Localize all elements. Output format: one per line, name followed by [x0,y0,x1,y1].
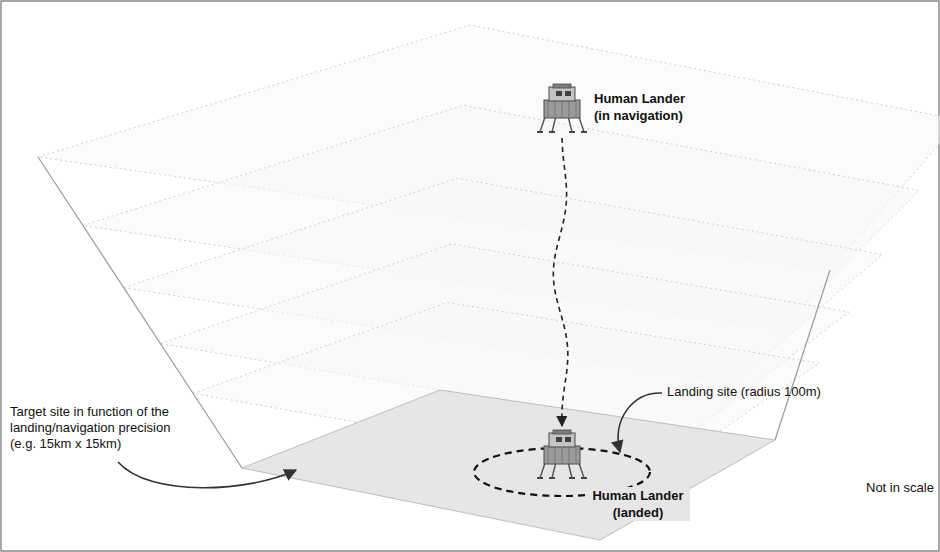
lander-illustration [540,430,584,480]
lander-label: Human Lander (in navigation) [594,90,694,124]
leader-line [118,462,296,488]
callout-label: Landing site (radius 100m) [667,384,821,400]
lander-node: Human Lander (landed) [540,430,584,480]
lander-illustration [540,84,584,134]
altitude-planes [38,25,940,540]
lander-icon [537,430,587,479]
projection-line [775,270,830,440]
altitude-plane [242,390,775,540]
lander-icon [537,84,587,133]
lander-label: Human Lander (landed) [586,487,690,521]
scale-note: Not in scale [866,480,934,496]
callout-label: Target site in function of the landing/n… [10,404,200,452]
leader-line [618,393,662,452]
descent-trajectory [553,138,568,426]
lander-node: Human Lander (in navigation) [540,84,584,134]
